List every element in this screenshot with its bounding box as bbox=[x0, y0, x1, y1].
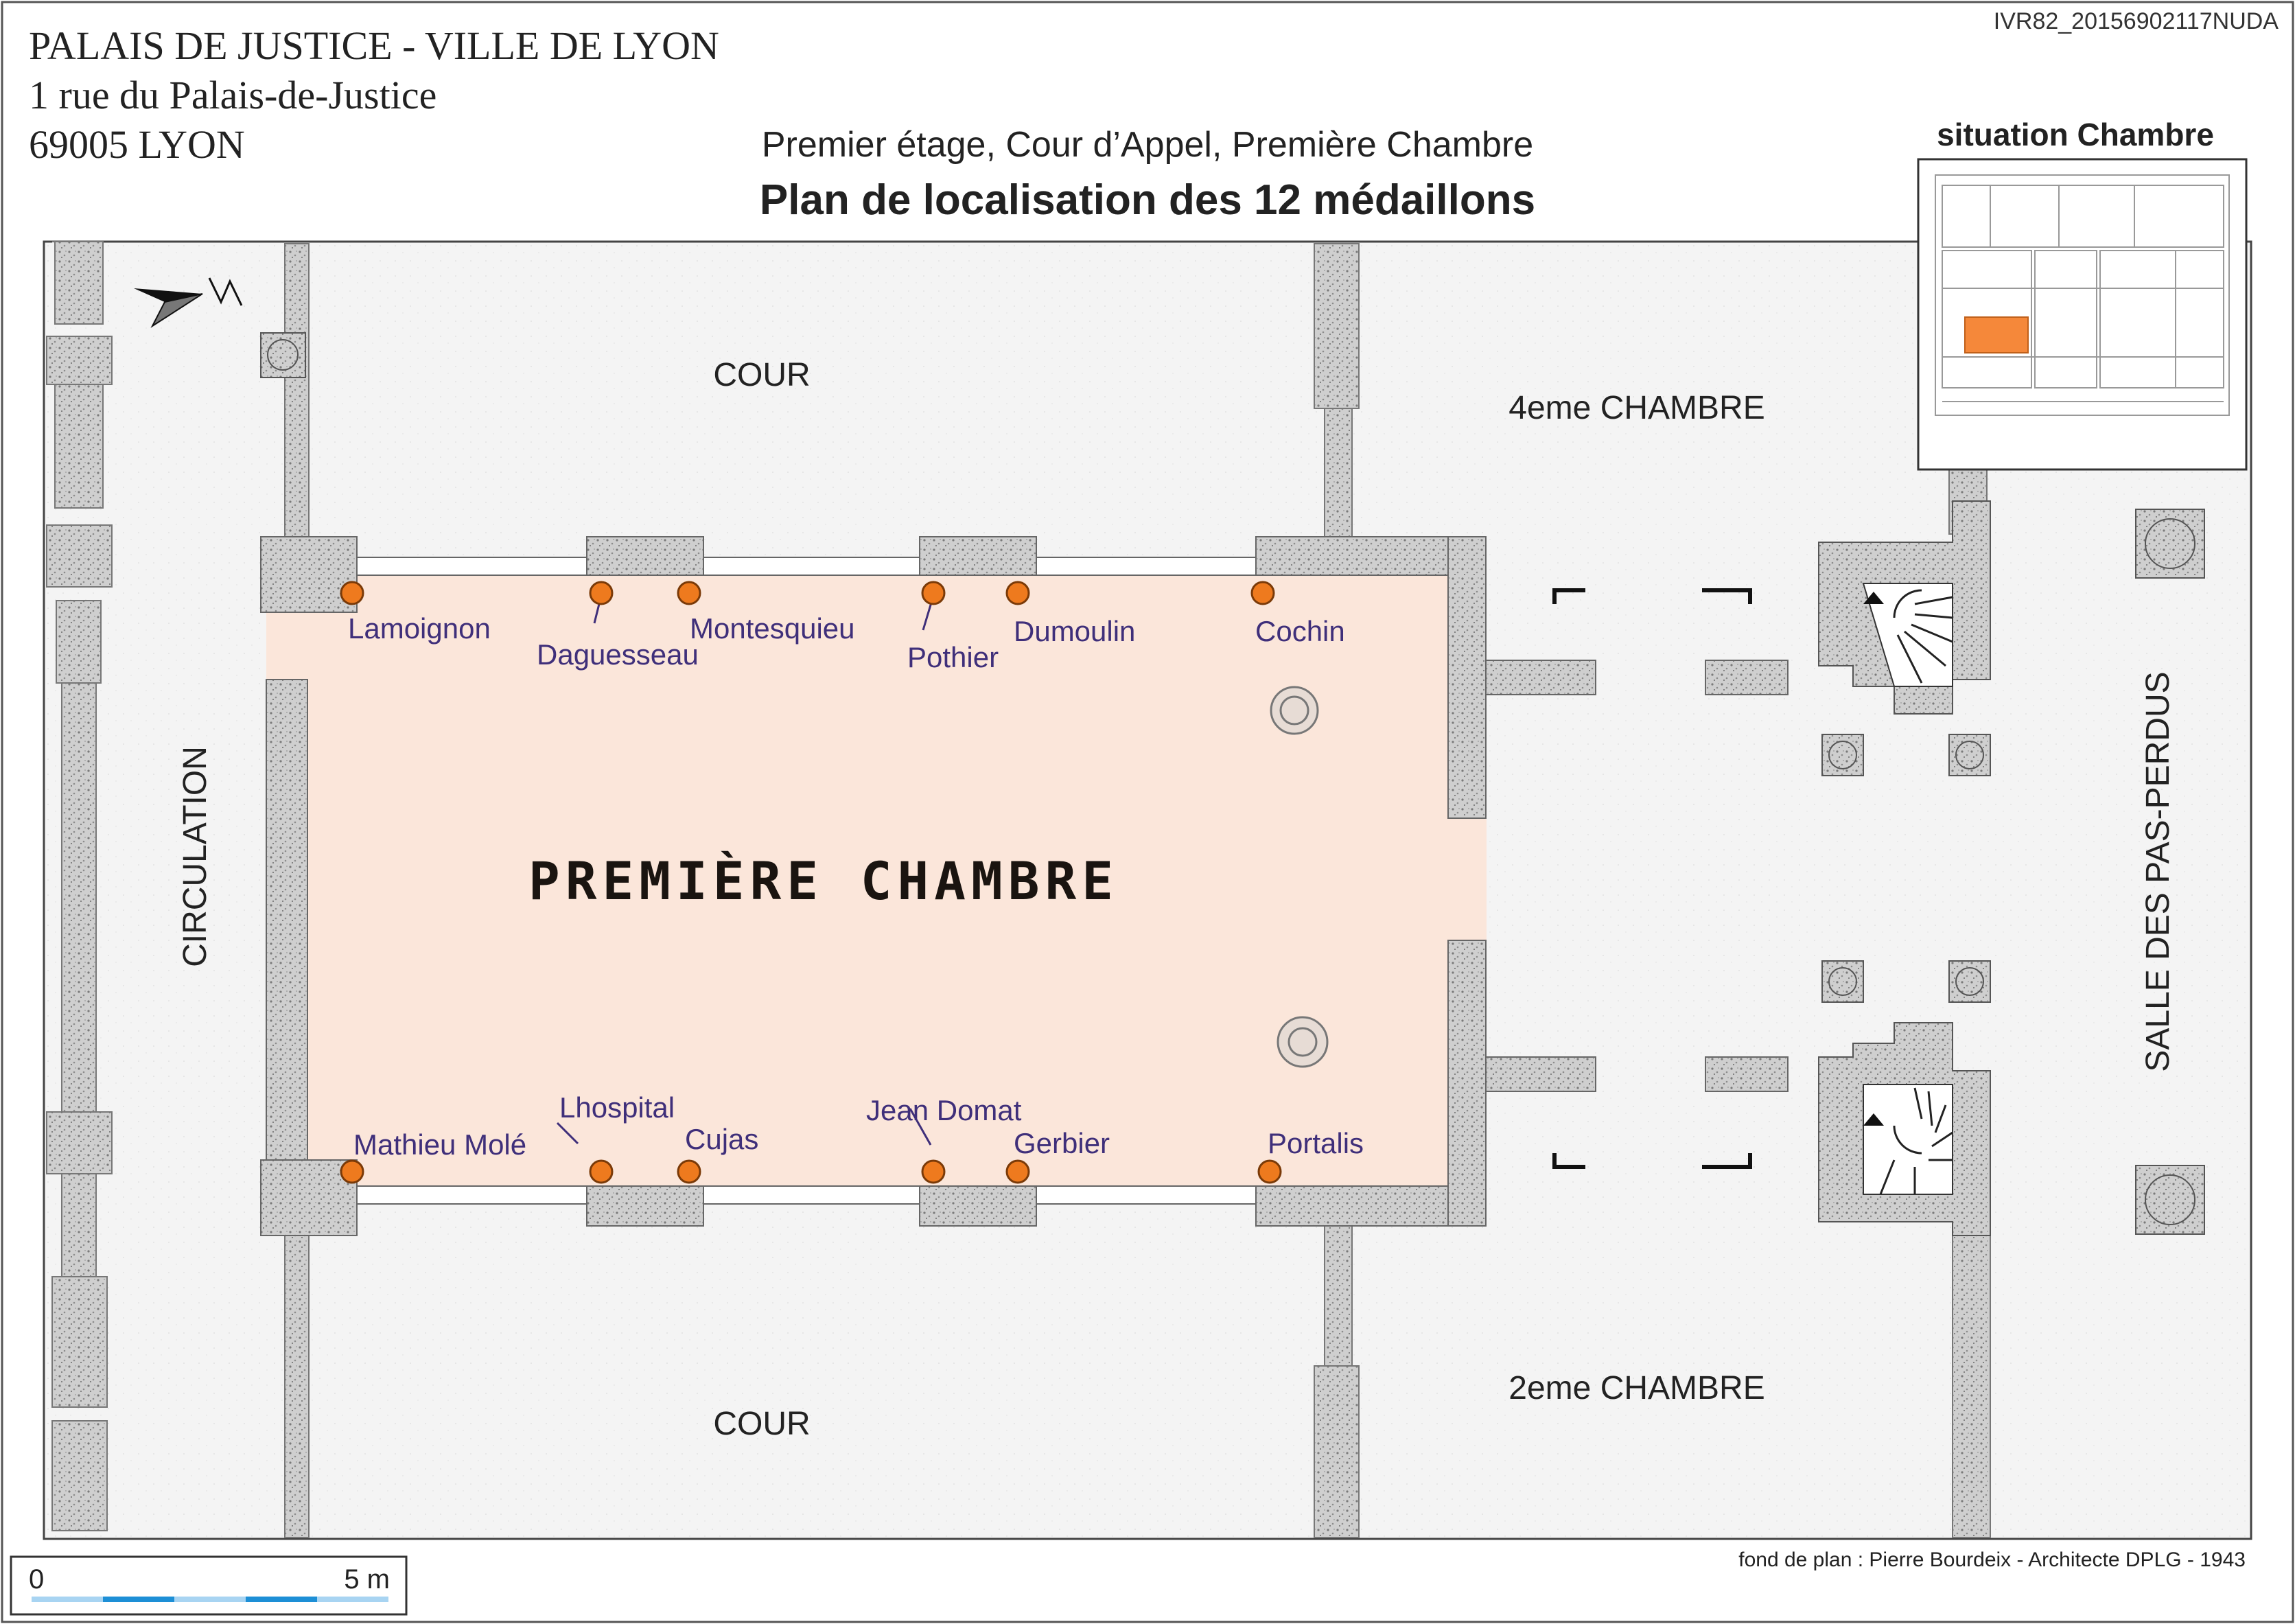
label-premiere-chambre: PREMIÈRE CHAMBRE bbox=[528, 850, 1119, 912]
label-cour-top: COUR bbox=[713, 357, 810, 393]
label-circulation: CIRCULATION bbox=[177, 746, 213, 967]
address-line1: PALAIS DE JUSTICE - VILLE DE LYON bbox=[29, 23, 719, 68]
medallion-label: Daguesseau bbox=[537, 638, 699, 671]
address-line2: 1 rue du Palais-de-Justice bbox=[29, 73, 436, 117]
medallion-marker[interactable] bbox=[340, 1159, 364, 1184]
plan-title: Plan de localisation des 12 médaillons bbox=[760, 176, 1535, 224]
scale-start-label: 0 bbox=[29, 1564, 44, 1594]
medallion-marker[interactable] bbox=[677, 1159, 701, 1184]
medallion-marker[interactable] bbox=[340, 581, 364, 605]
medallion-markers bbox=[340, 581, 1282, 1184]
label-salle-pas-perdus: SALLE DES PAS-PERDUS bbox=[2140, 671, 2176, 1071]
medallion-marker[interactable] bbox=[1250, 581, 1275, 605]
header: PALAIS DE JUSTICE - VILLE DE LYON 1 rue … bbox=[29, 8, 2279, 224]
medallion-marker[interactable] bbox=[677, 581, 701, 605]
plan-credit: fond de plan : Pierre Bourdeix - Archite… bbox=[1738, 1548, 2246, 1571]
label-4eme-chambre: 4eme CHAMBRE bbox=[1508, 390, 1764, 426]
room-columns bbox=[1270, 686, 1329, 1068]
premiere-chambre-area bbox=[266, 575, 1487, 1186]
medallion-label: Lhospital bbox=[559, 1091, 675, 1124]
medallion-label: Cochin bbox=[1255, 615, 1345, 647]
medallion-marker[interactable] bbox=[1005, 581, 1030, 605]
medallion-marker[interactable] bbox=[589, 581, 614, 605]
address-line3: 69005 LYON bbox=[29, 122, 245, 167]
inset-title: situation Chambre bbox=[1937, 117, 2214, 152]
scale-bar: 0 5 m bbox=[10, 1555, 408, 1616]
label-2eme-chambre: 2eme CHAMBRE bbox=[1508, 1370, 1764, 1406]
medallion-marker[interactable] bbox=[921, 1159, 946, 1184]
medallion-label: Dumoulin bbox=[1014, 615, 1135, 647]
medallion-marker[interactable] bbox=[589, 1159, 614, 1184]
room-labels: COUR COUR 4eme CHAMBRE 2eme CHAMBRE CIRC… bbox=[177, 357, 2176, 1442]
medallion-label: Portalis bbox=[1268, 1127, 1364, 1159]
medallion-label: Lamoignon bbox=[348, 612, 491, 645]
north-arrow-icon bbox=[134, 277, 243, 328]
medallion-label: Pothier bbox=[907, 641, 999, 673]
circulation-walls bbox=[46, 241, 1991, 1538]
stairwell-bottom bbox=[1818, 1022, 1991, 1236]
label-cour-bottom: COUR bbox=[713, 1406, 810, 1442]
plan-subtitle: Premier étage, Cour d’Appel, Première Ch… bbox=[762, 125, 1533, 165]
door-brackets bbox=[1552, 588, 1752, 1169]
medallion-marker[interactable] bbox=[1257, 1159, 1282, 1184]
scale-end-label: 5 m bbox=[344, 1564, 390, 1594]
door-openings bbox=[1705, 660, 1789, 1092]
inset-highlight-chambre bbox=[1964, 316, 2029, 353]
medallion-marker[interactable] bbox=[921, 581, 946, 605]
medallion-label: Mathieu Molé bbox=[353, 1128, 526, 1161]
reference-code: IVR82_20156902117NUDA bbox=[1994, 8, 2279, 34]
situation-inset: situation Chambre bbox=[1917, 117, 2248, 471]
medallion-label: Jean Domat bbox=[866, 1094, 1022, 1126]
stairwell-top bbox=[1818, 500, 1991, 715]
medallion-marker[interactable] bbox=[1005, 1159, 1030, 1184]
column-bases bbox=[260, 332, 2205, 1235]
medallion-label: Montesquieu bbox=[690, 612, 855, 645]
medallion-label: Gerbier bbox=[1014, 1127, 1110, 1159]
inset-plan-thumbnail bbox=[1935, 174, 2230, 416]
medallion-label: Cujas bbox=[685, 1123, 758, 1155]
